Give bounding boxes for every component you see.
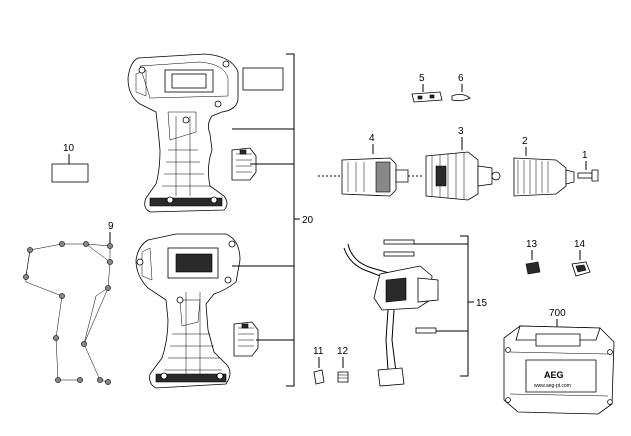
callout-1: 1 bbox=[582, 150, 588, 161]
callout-6: 6 bbox=[458, 73, 464, 84]
part-12-spring bbox=[337, 371, 349, 383]
housing-half-upper bbox=[127, 53, 239, 213]
callout-700: 700 bbox=[549, 308, 566, 319]
callout-14: 14 bbox=[574, 239, 586, 250]
callout-4: 4 bbox=[369, 133, 375, 144]
label-box-10 bbox=[51, 163, 89, 183]
case-url: www.aeg-pt.com bbox=[534, 383, 571, 389]
bracket-15 bbox=[414, 235, 474, 377]
part-6-spring bbox=[451, 94, 471, 102]
callout-11: 11 bbox=[313, 346, 324, 357]
callout-15: 15 bbox=[476, 298, 488, 309]
screw-set-9 bbox=[23, 232, 113, 385]
switch-assembly-15 bbox=[343, 239, 439, 387]
motor-4 bbox=[318, 157, 422, 197]
battery-terminal-lower bbox=[233, 321, 259, 357]
callout-13: 13 bbox=[526, 239, 538, 250]
callout-9: 9 bbox=[108, 221, 114, 232]
part-11-washer bbox=[313, 369, 325, 385]
carry-case-700: AEG www.aeg-pt.com bbox=[503, 325, 615, 415]
callout-20: 20 bbox=[302, 215, 314, 226]
label-box-upper bbox=[242, 67, 284, 91]
housing-half-lower bbox=[135, 233, 241, 389]
screw-1 bbox=[577, 169, 599, 182]
part-14-clip bbox=[571, 261, 591, 277]
callout-5: 5 bbox=[419, 73, 425, 84]
part-5-slide bbox=[411, 91, 443, 103]
callout-10: 10 bbox=[63, 143, 75, 154]
battery-terminal-upper bbox=[231, 147, 257, 181]
callout-2: 2 bbox=[522, 136, 528, 147]
callout-12: 12 bbox=[337, 346, 349, 357]
gearbox-3 bbox=[425, 151, 501, 201]
part-13-nut bbox=[525, 261, 541, 275]
callout-3: 3 bbox=[458, 126, 464, 137]
case-logo: AEG bbox=[544, 370, 564, 380]
bracket-20 bbox=[232, 53, 300, 387]
chuck-2 bbox=[513, 157, 575, 197]
